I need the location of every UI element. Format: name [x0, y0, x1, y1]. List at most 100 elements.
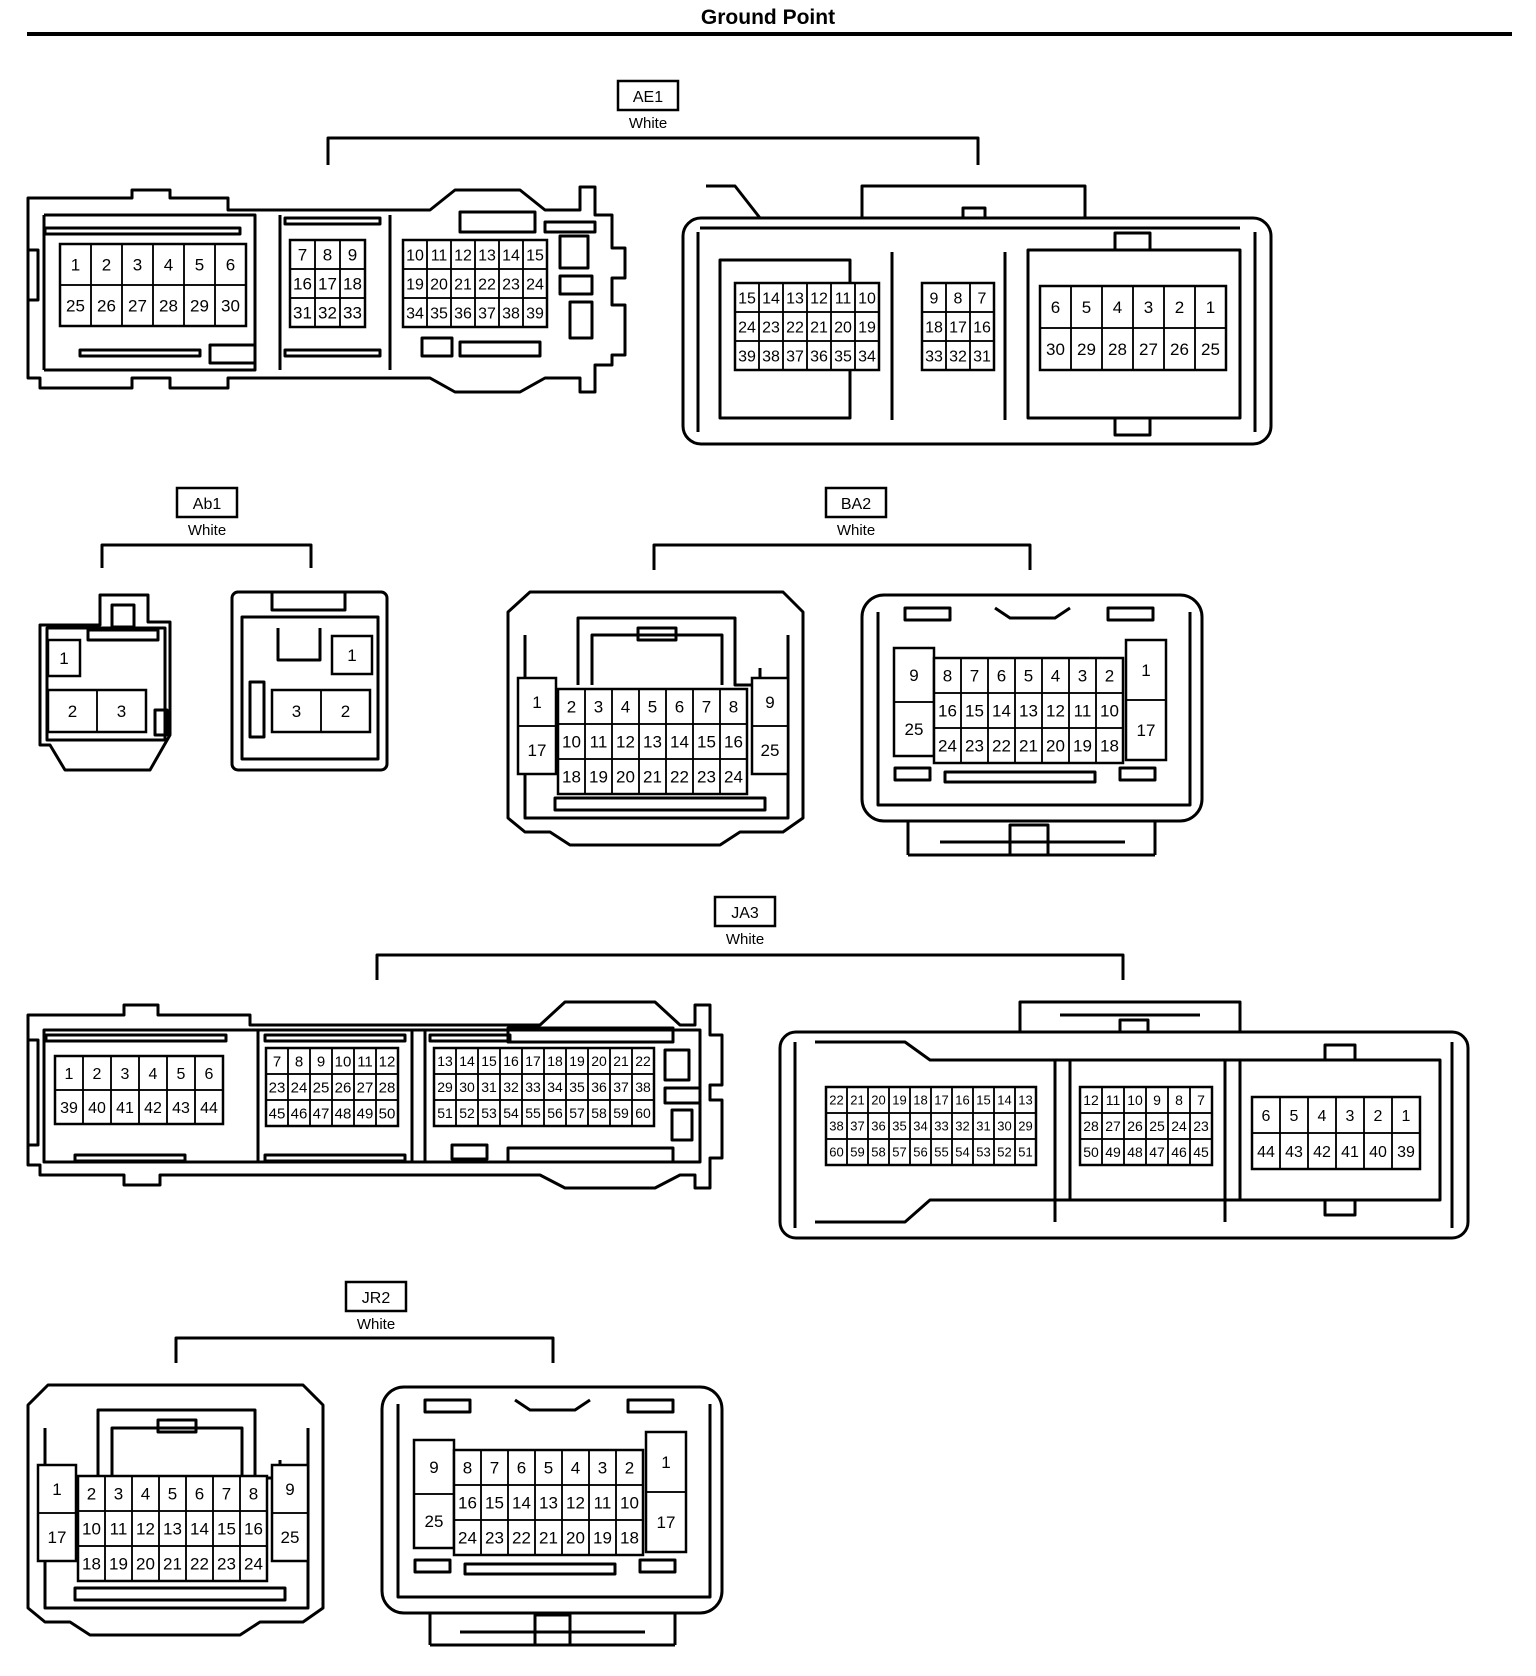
pin-number: 11: [110, 1520, 128, 1539]
pin-number: 24: [738, 319, 756, 336]
pin-number: 21: [454, 276, 472, 293]
pin-number: 14: [512, 1494, 531, 1513]
pin-number: 52: [459, 1105, 475, 1121]
pin-number: 49: [357, 1105, 374, 1122]
connector-color: White: [188, 522, 226, 539]
pin-number: 4: [1051, 667, 1060, 686]
pin-cell: [1014, 1138, 1037, 1166]
pin-number: 8: [943, 667, 952, 686]
pin-number: 16: [244, 1520, 263, 1539]
pin-cell: [339, 297, 366, 328]
pin-number: 36: [454, 305, 472, 322]
pin-number: 12: [566, 1494, 585, 1513]
label-box: [713, 895, 777, 928]
pin-block-ab1: 1: [46, 638, 82, 678]
pin-cell: [1194, 327, 1227, 371]
pin-number: 20: [1046, 737, 1065, 756]
pin-number: 59: [613, 1105, 629, 1121]
pin-number: 22: [670, 768, 689, 787]
pin-number: 35: [834, 348, 852, 365]
pin-number: 17: [657, 1513, 676, 1532]
connector-id: JR2: [362, 1290, 391, 1307]
pin-cell: [1095, 727, 1124, 764]
pin-number: 4: [621, 698, 630, 717]
pin-number: 35: [569, 1079, 585, 1095]
pin-number: 1: [65, 1066, 74, 1083]
pin-number: 29: [1077, 340, 1096, 359]
pin-number: 29: [437, 1079, 453, 1095]
pin-number: 17: [318, 275, 337, 294]
pin-number: 25: [1149, 1118, 1165, 1134]
pin-number: 39: [60, 1100, 78, 1117]
pin-number: 12: [1083, 1092, 1099, 1108]
housing-jr2-right: [380, 1385, 724, 1647]
pin-number: 22: [786, 319, 804, 336]
pin-number: 34: [406, 305, 424, 322]
pin-number: 18: [343, 275, 362, 294]
pin-number: 17: [48, 1528, 67, 1547]
pin-number: 7: [490, 1459, 499, 1478]
pin-block-ba2: 925: [750, 676, 790, 776]
pin-number: 41: [1341, 1144, 1359, 1161]
pin-number: 14: [670, 733, 689, 752]
pin-cell: [214, 284, 247, 327]
pin-number: 3: [598, 1459, 607, 1478]
pin-number: 24: [458, 1529, 477, 1548]
pin-number: 25: [281, 1528, 300, 1547]
pin-number: 1: [532, 693, 541, 712]
pin-number: 58: [591, 1105, 607, 1121]
pin-number: 43: [172, 1100, 190, 1117]
pin-number: 6: [226, 256, 235, 275]
pin-number: 18: [1100, 737, 1119, 756]
pin-number: 10: [82, 1520, 101, 1539]
pin-number: 42: [1313, 1144, 1331, 1161]
pin-number: 8: [323, 246, 332, 265]
pin-number: 16: [724, 733, 743, 752]
pin-number: 57: [569, 1105, 585, 1121]
housing-ae1-left: [26, 185, 627, 394]
pin-number: 22: [190, 1555, 209, 1574]
pin-cell: [719, 758, 748, 795]
pin-number: 3: [121, 1066, 130, 1083]
pin-number: 16: [973, 319, 991, 336]
pin-number: 56: [547, 1105, 563, 1121]
pin-number: 22: [635, 1053, 651, 1069]
pin-number: 3: [1144, 298, 1153, 317]
pin-number: 22: [992, 737, 1011, 756]
pin-number: 26: [1170, 340, 1189, 359]
pin-number: 24: [244, 1555, 263, 1574]
pin-number: 4: [141, 1485, 150, 1504]
housing-ae1-right: [681, 184, 1273, 446]
pin-number: 6: [195, 1485, 204, 1504]
pin-number: 3: [114, 1485, 123, 1504]
pin-number: 3: [117, 702, 126, 721]
pin-number: 13: [539, 1494, 558, 1513]
housing-ja3-left: [26, 1000, 724, 1190]
pin-number: 4: [149, 1066, 158, 1083]
pin-number: 12: [454, 247, 472, 264]
pin-number: 35: [430, 305, 448, 322]
pin-number: 7: [702, 698, 711, 717]
pin-number: 31: [293, 304, 312, 323]
connector-ab1: [38, 543, 389, 772]
pin-number: 4: [164, 256, 173, 275]
pin-number: 18: [82, 1555, 101, 1574]
pin-cell: [969, 340, 995, 371]
pin-number: 10: [1100, 702, 1119, 721]
pin-number: 42: [144, 1100, 162, 1117]
pin-number: 4: [571, 1459, 580, 1478]
pin-number: 30: [459, 1079, 475, 1095]
pin-number: 23: [217, 1555, 236, 1574]
pin-number: 53: [976, 1145, 990, 1160]
pin-number: 38: [829, 1119, 843, 1134]
pin-number: 6: [1051, 298, 1060, 317]
pin-number: 26: [97, 297, 116, 316]
pin-number: 6: [517, 1459, 526, 1478]
pin-number: 11: [431, 247, 448, 264]
pin-number: 9: [909, 666, 918, 685]
